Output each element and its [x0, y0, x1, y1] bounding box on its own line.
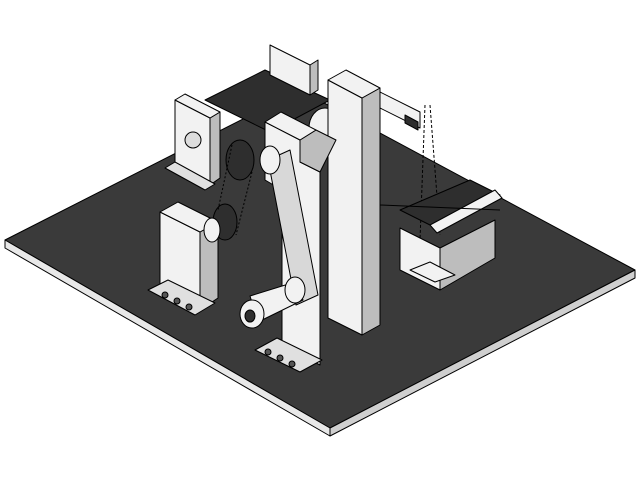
base-plate-front-right-edge — [329, 269, 636, 437]
tall-column — [327, 69, 421, 336]
front-left-support — [147, 201, 221, 316]
crank-arm — [259, 111, 337, 366]
crank-base-plate — [254, 337, 323, 373]
right-lever-mechanism — [379, 104, 503, 291]
crank-pin — [239, 276, 306, 329]
rear-bearing-block — [164, 93, 221, 191]
gear-housing — [204, 44, 331, 133]
